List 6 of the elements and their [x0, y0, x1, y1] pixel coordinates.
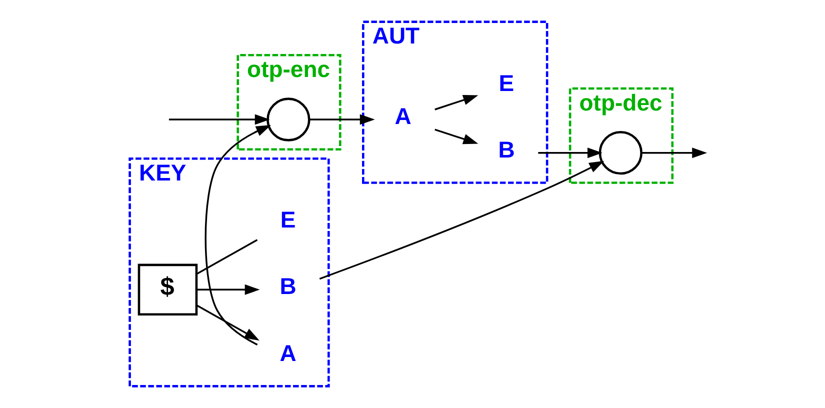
node-text: A — [394, 103, 411, 130]
node-text: B — [498, 136, 514, 162]
node-text: A — [279, 340, 296, 366]
node-text: E — [498, 70, 514, 96]
node-text: E — [280, 206, 296, 233]
node-text: B — [279, 273, 296, 300]
